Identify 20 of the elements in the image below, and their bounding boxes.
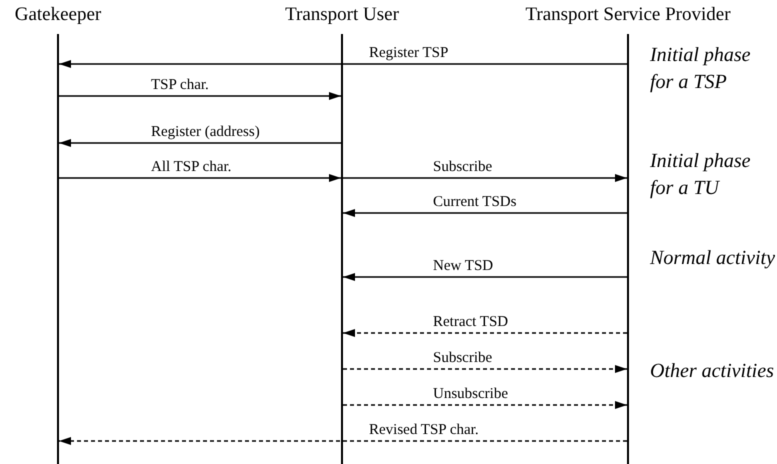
arrow [343, 273, 627, 281]
lifeline-heading: Transport User [285, 3, 399, 27]
edge-label: Register (address) [150, 124, 261, 141]
phase-label: Initial phase for a TU [650, 149, 752, 201]
arrow [59, 92, 341, 100]
arrow [343, 209, 627, 217]
phase-label: Initial phase for a TSP [650, 43, 752, 95]
arrow [343, 329, 627, 337]
lifeline-heading: Transport Service Provider [525, 3, 731, 27]
arrow [343, 365, 627, 373]
lifeline-heading: Gatekeeper [14, 3, 102, 27]
edge-label: Register TSP [368, 45, 450, 62]
arrow [59, 139, 341, 147]
arrow [59, 60, 627, 68]
phase-label: Other activities [650, 359, 775, 384]
arrow [343, 174, 627, 182]
arrow [343, 401, 627, 409]
arrow [59, 174, 341, 182]
arrow [59, 437, 627, 445]
phase-label: Normal activity [650, 246, 775, 271]
